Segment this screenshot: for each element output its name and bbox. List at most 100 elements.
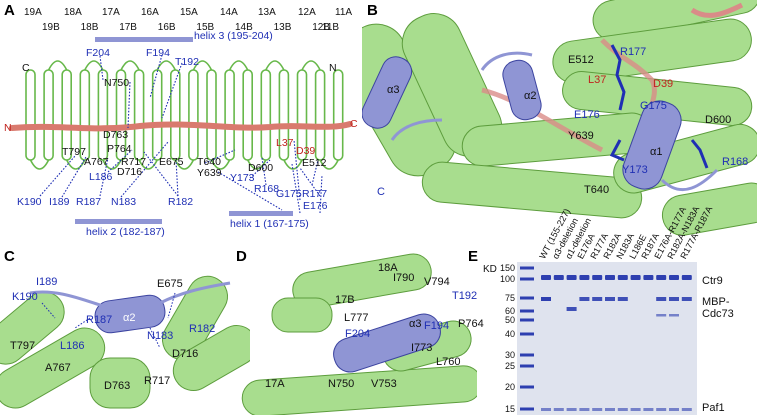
tpr-loop: [246, 159, 267, 170]
ctr9-band: [592, 275, 603, 280]
res-R177: R177: [302, 188, 328, 200]
res-F204: F204: [86, 47, 110, 59]
helix-top-label: 16A: [141, 7, 159, 18]
marker-band: [520, 332, 534, 336]
tpr-helix: [25, 69, 36, 161]
panel-d-letter: D: [236, 248, 247, 265]
d-17B: 17B: [335, 294, 355, 306]
res-L186: L186: [89, 171, 113, 183]
b-G175: G175: [640, 100, 667, 112]
helix-bottom-label: 16B: [157, 22, 176, 33]
e-mbp-label: MBP-: [702, 296, 730, 308]
helix-top-label: 19A: [24, 7, 42, 18]
ctr9-band: [579, 275, 590, 280]
b-D39: D39: [653, 78, 674, 90]
res-T192: T192: [175, 56, 199, 68]
a-c-terminus: C: [22, 62, 30, 74]
e-ctr9-label: Ctr9: [702, 275, 723, 287]
c-K190: K190: [12, 291, 38, 303]
d-17A: 17A: [265, 378, 285, 390]
tpr-helix: [314, 69, 326, 161]
marker-band: [520, 353, 534, 357]
c-E675: E675: [157, 278, 183, 290]
d-18A: 18A: [378, 262, 398, 274]
tpr-loop: [283, 159, 303, 170]
e-cdc73-label: Cdc73: [702, 308, 734, 320]
c-I189: I189: [36, 276, 58, 288]
helix-bottom-label: 13B: [273, 22, 292, 33]
tpr-helix: [170, 69, 181, 161]
mbp-cdc73-band: [656, 297, 667, 301]
helix-top-label: 11A: [335, 7, 353, 18]
tpr-loop: [138, 159, 158, 170]
res-G175: G175: [276, 188, 302, 200]
tpr-loop: [120, 60, 140, 71]
marker-band: [520, 266, 534, 270]
helix-top-label: 17A: [102, 7, 120, 18]
res-E512: E512: [302, 157, 327, 169]
c-alpha2: α2: [123, 312, 136, 324]
b-D600: D600: [705, 114, 732, 126]
helix-top-label: 18A: [64, 7, 82, 18]
helix3-label: helix 3 (195-204): [194, 30, 273, 42]
res-Y639: Y639: [197, 167, 222, 179]
tpr-helix: [332, 69, 344, 161]
d-L760: L760: [436, 356, 461, 368]
mbp-cdc73-band: [681, 297, 692, 301]
panel-b-structure: [362, 0, 757, 245]
ctr9-band: [617, 275, 628, 280]
marker-band: [520, 277, 534, 281]
c-D716: D716: [172, 348, 199, 360]
paf1-band: [630, 408, 641, 411]
marker-label: 40: [504, 329, 515, 339]
paf1-band: [579, 408, 590, 411]
res-I189: I189: [49, 196, 70, 208]
cdc73-peptide: [9, 121, 353, 132]
marker-label: 50: [504, 315, 515, 325]
paf1-band: [643, 408, 654, 411]
panel-a-letter: A: [4, 2, 15, 19]
helix1-bar: [229, 211, 293, 216]
b-L37: L37: [588, 74, 607, 86]
c-R182: R182: [189, 323, 216, 335]
a-peptide-c: C: [350, 118, 358, 130]
panel-c-letter: C: [4, 248, 15, 265]
tpr-loop: [210, 159, 231, 170]
mbp-cdc73-band: [579, 297, 590, 301]
b-Y639: Y639: [568, 130, 594, 142]
ctr9-band: [605, 275, 615, 280]
res-P764: P764: [107, 143, 132, 155]
d-L777: L777: [344, 312, 369, 324]
helix-bottom-label: 18B: [80, 22, 99, 33]
res-T797: T797: [62, 146, 86, 158]
paf1-band: [605, 408, 615, 411]
b-E176: E176: [574, 109, 600, 121]
panel-c-structure: [0, 275, 250, 409]
mbp-cdc73-band: [605, 297, 615, 301]
tpr-loop: [174, 159, 195, 170]
paf1-band: [617, 408, 628, 411]
c-R187: R187: [86, 314, 113, 326]
helix-top-label: 14A: [220, 7, 238, 18]
marker-band: [520, 364, 534, 368]
tpr-loop: [319, 159, 339, 170]
b-alpha1: α1: [650, 146, 663, 158]
mbp-cdc73-band: [541, 297, 551, 301]
b-c-terminus: C: [377, 186, 385, 198]
gel-background: [517, 262, 697, 415]
res-D39: D39: [296, 145, 316, 157]
paf1-band: [592, 408, 603, 411]
marker-label: 150: [499, 263, 515, 273]
paf1-band: [681, 408, 692, 411]
d-T192: T192: [452, 290, 478, 302]
tpr-zigzag: [25, 60, 344, 170]
ctr9-band: [643, 275, 654, 280]
c-D763: D763: [104, 380, 131, 392]
res-D716: D716: [117, 166, 143, 178]
res-A767: A767: [84, 156, 109, 168]
ctr9-band: [541, 275, 551, 280]
b-R177: R177: [620, 46, 647, 58]
tpr-loop: [47, 60, 68, 71]
b-R168: R168: [722, 156, 749, 168]
d-V794: V794: [424, 276, 450, 288]
